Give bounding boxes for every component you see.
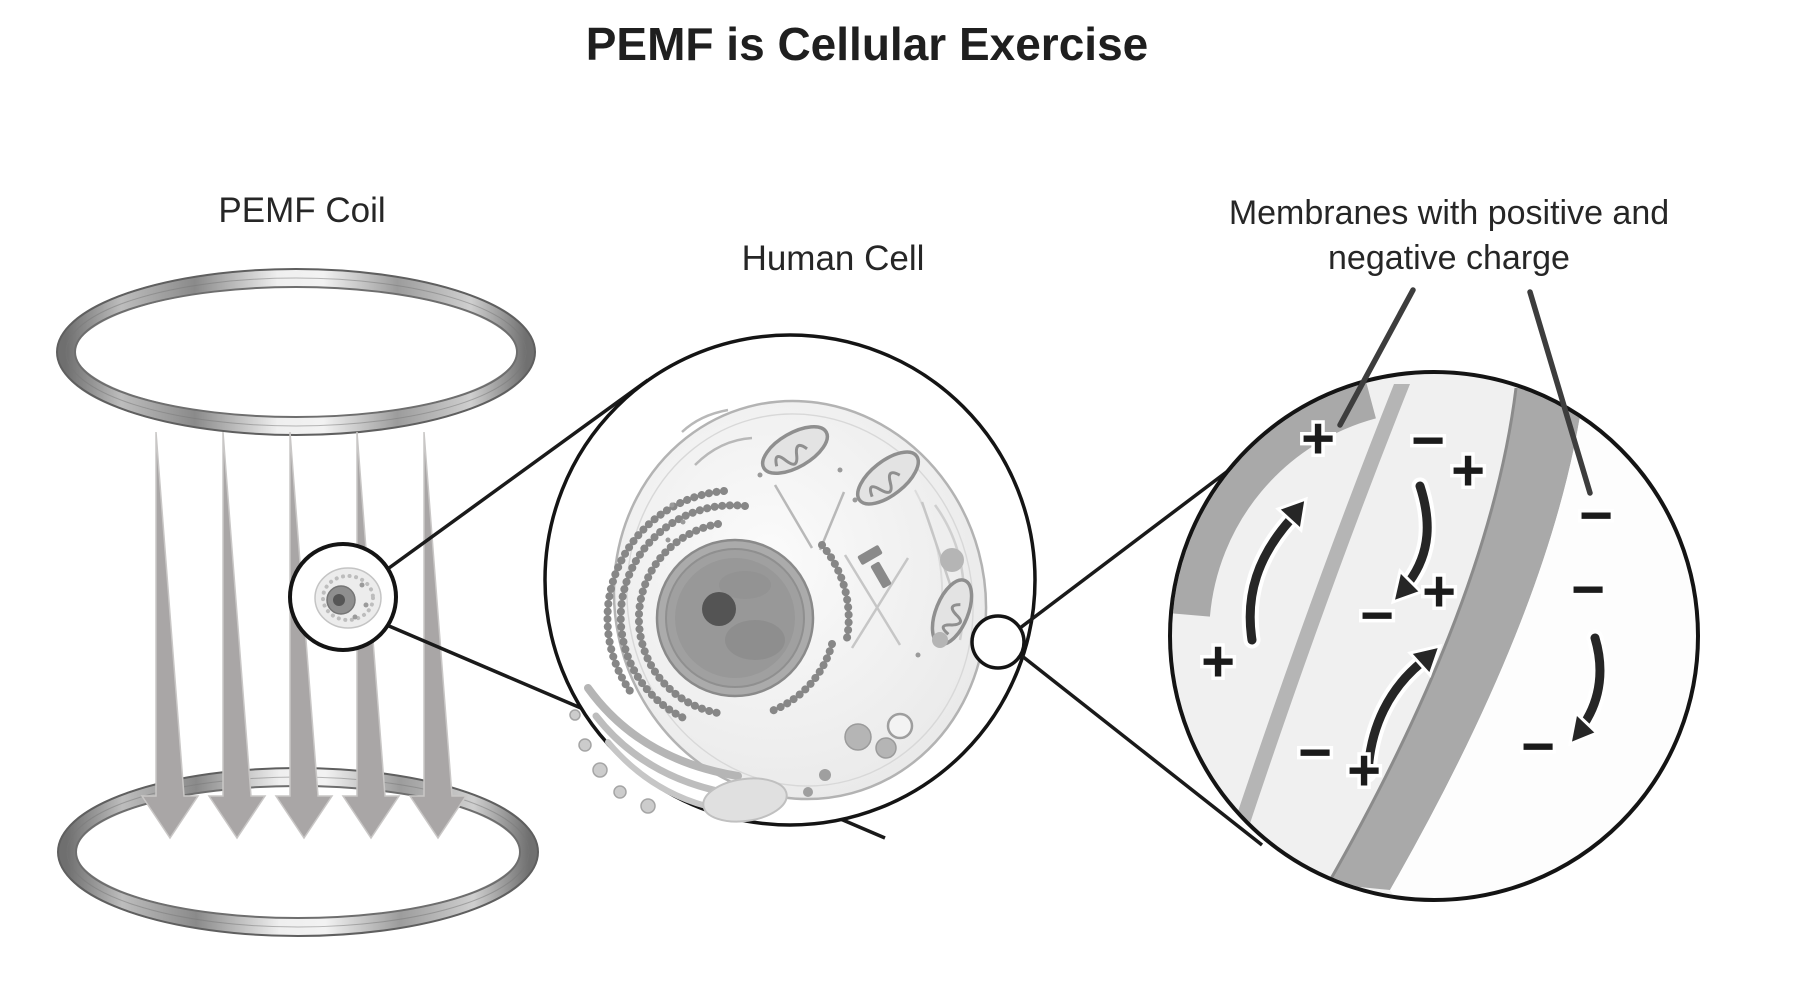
charge-plus: + bbox=[1201, 629, 1235, 694]
nucleus-icon bbox=[655, 538, 815, 698]
charge-minus: − bbox=[1571, 557, 1605, 622]
human-cell-label: Human Cell bbox=[742, 239, 925, 278]
zoom-cone-line bbox=[1018, 450, 1255, 630]
membrane-layers-icon bbox=[1172, 374, 1696, 898]
charge-plus: + bbox=[1451, 438, 1485, 503]
membrane-magnified-circle bbox=[1168, 370, 1700, 902]
vesicles-icon bbox=[803, 548, 964, 797]
centrosome-icon bbox=[857, 545, 892, 589]
vacuole-icon bbox=[702, 777, 788, 823]
field-arrows-group bbox=[140, 431, 468, 840]
membrane-magnifier-circle bbox=[970, 614, 1026, 670]
charge-minus: − bbox=[1579, 483, 1613, 548]
ion-flow-arrows bbox=[1241, 477, 1609, 783]
field-arrow-down-icon bbox=[140, 431, 200, 840]
membrane-label-line1: Membranes with positive and bbox=[1229, 194, 1669, 232]
label-pointer-line bbox=[1337, 287, 1416, 428]
mitochondrion-icon bbox=[760, 424, 830, 476]
charge-minus: − bbox=[1521, 714, 1555, 779]
ribosome-dots bbox=[665, 467, 921, 658]
human-cell-group: Human Cell bbox=[543, 239, 1037, 827]
label-pointer-line bbox=[1527, 289, 1593, 496]
pemf-coil-group: PEMF Coil bbox=[56, 191, 539, 937]
ion-arrow-up-icon bbox=[1359, 643, 1443, 783]
field-arrow-down-icon bbox=[207, 431, 267, 840]
charge-plus: + bbox=[1422, 559, 1456, 624]
field-arrow-down-icon bbox=[408, 431, 468, 840]
charge-minus: − bbox=[1411, 408, 1445, 473]
ion-arrow-down-icon bbox=[1568, 629, 1609, 747]
membrane-view-group: Membranes with positive and negative cha… bbox=[1168, 194, 1700, 902]
zoom-cone-line bbox=[387, 378, 650, 570]
coil-top-ring-icon bbox=[56, 268, 536, 436]
coil-cell-magnifier bbox=[288, 542, 398, 652]
charge-symbols-group: ++−++−−+−−− bbox=[1198, 403, 1617, 807]
charge-minus: − bbox=[1298, 720, 1332, 785]
golgi-icon bbox=[584, 684, 742, 809]
diagram-title: PEMF is Cellular Exercise bbox=[586, 18, 1149, 70]
ion-arrow-down-icon bbox=[1390, 477, 1436, 605]
charge-plus: + bbox=[1347, 738, 1381, 803]
ion-arrow-up-icon bbox=[1241, 496, 1308, 649]
cell-illustration-icon bbox=[569, 399, 988, 823]
golgi-vesicles bbox=[569, 709, 656, 814]
pemf-coil-label: PEMF Coil bbox=[218, 191, 385, 230]
charge-minus: − bbox=[1360, 583, 1394, 648]
membrane-label-line2: negative charge bbox=[1328, 239, 1570, 277]
tiny-cell-icon bbox=[314, 567, 382, 629]
charge-plus: + bbox=[1301, 406, 1335, 471]
zoom-cone-line bbox=[1020, 654, 1264, 847]
mitochondrion-icon bbox=[856, 450, 920, 506]
